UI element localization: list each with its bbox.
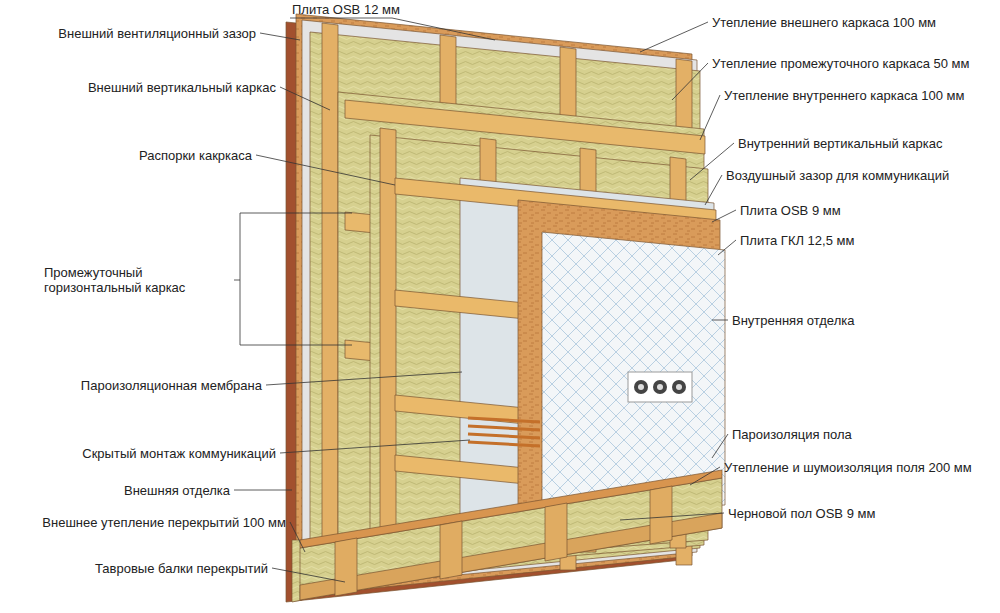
wall-layers — [286, 14, 725, 602]
part-label: Воздушный зазор для коммуникаций — [726, 168, 949, 183]
part-label: Скрытый монтаж коммуникаций — [82, 446, 276, 461]
part-label: Внешний вертикальный каркас — [88, 80, 276, 95]
part-label: Внешнее утепление перекрытий 100 мм — [42, 515, 286, 530]
part-label: Черновой пол OSB 9 мм — [728, 506, 875, 521]
part-label: Распорки какркаса — [139, 148, 252, 163]
socket — [628, 372, 692, 402]
wires — [468, 418, 540, 446]
part-label: Утепление промежуточного каркаса 50 мм — [712, 56, 969, 71]
part-label: Внешняя отделка — [124, 483, 230, 498]
part-label: Плита OSB 12 мм — [292, 2, 400, 17]
part-label: Внешний вентиляционный зазор — [58, 26, 256, 41]
part-label: Пароизоляционная мембрана — [81, 378, 262, 393]
part-label: Промежуточный горизонтальный каркас — [44, 265, 234, 295]
part-label: Внутренний вертикальный каркас — [738, 136, 943, 151]
part-label: Утепление и шумоизоляция поля 200 мм — [724, 460, 972, 475]
leader-lines — [234, 18, 736, 582]
part-label: Утепление внешнего каркаса 100 мм — [712, 15, 936, 30]
part-label: Тавровые балки перекрытий — [95, 561, 268, 576]
part-label: Плита OSB 9 мм — [740, 203, 841, 218]
part-label: Утепление внутреннего каркаса 100 мм — [724, 88, 964, 103]
part-label: Внутренняя отделка — [732, 313, 854, 328]
floor — [292, 470, 722, 602]
part-label: Пароизоляция пола — [732, 427, 852, 442]
part-label: Плита ГКЛ 12,5 мм — [740, 233, 854, 248]
